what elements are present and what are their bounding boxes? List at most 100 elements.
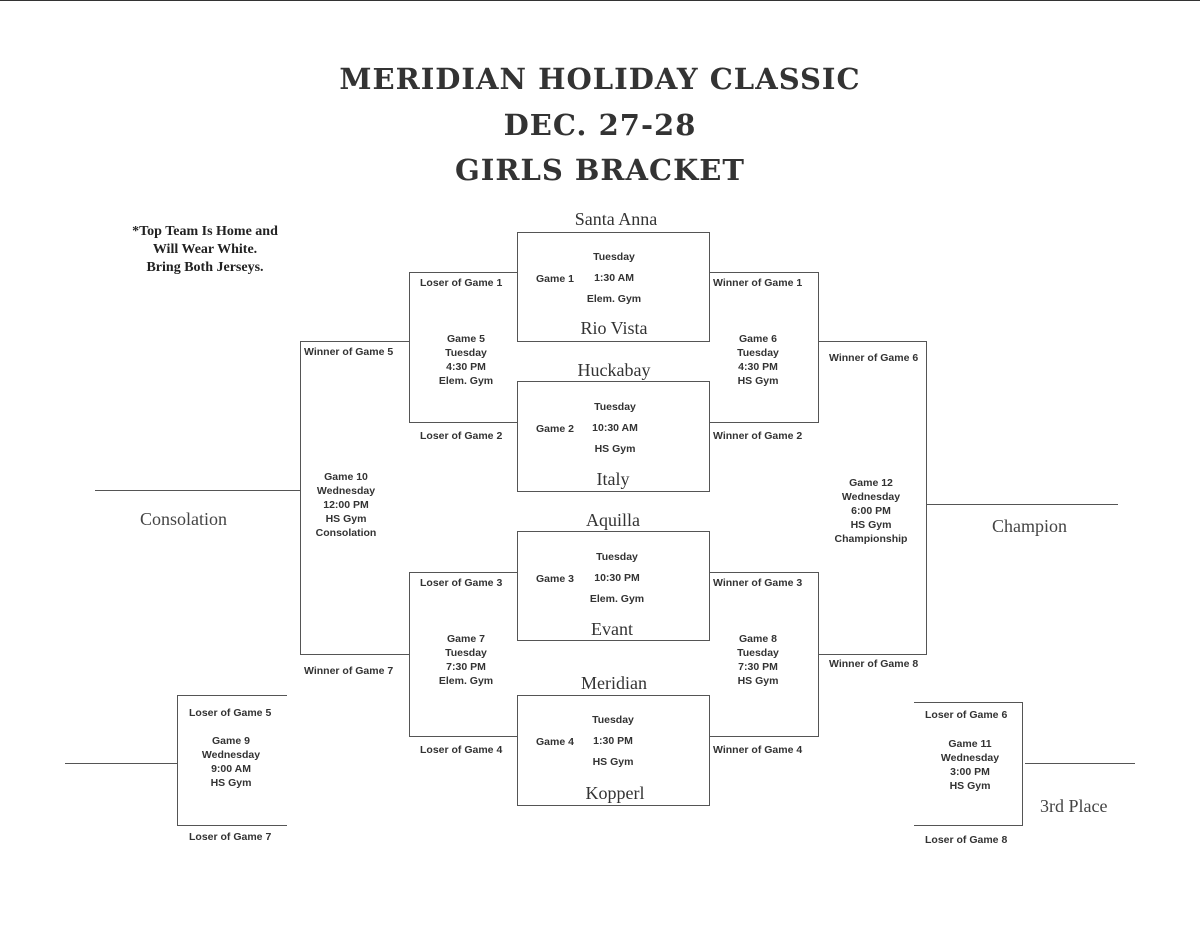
winner-game-8-label: Winner of Game 8 — [829, 658, 919, 670]
game-type: Championship — [834, 533, 908, 545]
bracket-line — [409, 422, 518, 423]
game-number: Game 12 — [849, 477, 893, 489]
game-1-box — [517, 232, 710, 342]
winner-game-1-label: Winner of Game 1 — [713, 277, 803, 289]
bracket-line — [926, 504, 1118, 505]
bracket-line — [818, 341, 927, 342]
bracket-line — [300, 341, 410, 342]
winner-game-3-label: Winner of Game 3 — [713, 577, 803, 589]
game-5-info: Game 5 Tuesday 4:30 PM Elem. Gym — [411, 332, 521, 388]
bracket-title: GIRLS BRACKET — [455, 153, 745, 187]
loser-game-4-label: Loser of Game 4 — [420, 744, 503, 756]
game-number: Game 7 — [447, 633, 485, 645]
loser-game-6-label: Loser of Game 6 — [925, 709, 1008, 721]
tournament-title: MERIDIAN HOLIDAY CLASSIC — [339, 62, 861, 96]
game-4-details: Tuesday 1:30 PM HS Gym — [573, 710, 653, 773]
winner-game-7-label: Winner of Game 7 — [304, 665, 394, 677]
bracket-line — [709, 272, 819, 273]
game-3-label: Game 3 — [536, 573, 574, 585]
game-12-info: Game 12 Wednesday 6:00 PM HS Gym Champio… — [816, 476, 926, 546]
game-time: 4:30 PM — [738, 361, 778, 373]
note-line: Bring Both Jerseys. — [146, 260, 264, 275]
game-day: Tuesday — [592, 714, 634, 726]
loser-game-2-label: Loser of Game 2 — [420, 430, 503, 442]
bracket-line — [177, 825, 287, 826]
bracket-line — [409, 572, 518, 573]
game-1-details: Tuesday 1:30 AM Elem. Gym — [574, 247, 654, 310]
game-1-label: Game 1 — [536, 273, 574, 285]
game-time: 10:30 PM — [594, 572, 640, 584]
game-type: Consolation — [315, 527, 377, 539]
game-day: Tuesday — [737, 347, 779, 359]
game-4-box — [517, 695, 710, 806]
game-number: Game 9 — [212, 735, 250, 747]
game-time: 9:00 AM — [211, 763, 251, 775]
bracket-line — [300, 341, 301, 655]
team-italy: Italy — [596, 469, 630, 489]
game-site: Elem. Gym — [589, 593, 645, 605]
game-8-info: Game 8 Tuesday 7:30 PM HS Gym — [703, 632, 813, 688]
bracket-line — [409, 272, 518, 273]
bracket-line — [914, 702, 1023, 703]
bracket-line — [1025, 763, 1135, 764]
bracket-line — [300, 654, 410, 655]
game-time: 1:30 AM — [594, 272, 634, 284]
loser-game-3-label: Loser of Game 3 — [420, 577, 503, 589]
game-site: HS Gym — [594, 443, 636, 455]
game-day: Tuesday — [596, 551, 638, 563]
bracket-line — [177, 695, 287, 696]
game-site: HS Gym — [737, 375, 779, 387]
game-2-details: Tuesday 10:30 AM HS Gym — [575, 397, 655, 460]
bracket-line — [95, 490, 301, 491]
bracket-line — [709, 736, 819, 737]
game-number: Game 10 — [324, 471, 368, 483]
game-4-label: Game 4 — [536, 736, 574, 748]
game-site: Elem. Gym — [586, 293, 642, 305]
game-day: Tuesday — [737, 647, 779, 659]
game-day: Tuesday — [445, 347, 487, 359]
game-number: Game 5 — [447, 333, 485, 345]
game-number: Game 11 — [948, 738, 992, 750]
game-site: HS Gym — [325, 513, 367, 525]
bracket-line — [818, 654, 927, 655]
game-number: Game 6 — [739, 333, 777, 345]
game-2-box — [517, 381, 710, 492]
bracket-line — [409, 272, 410, 423]
game-time: 3:00 PM — [950, 766, 990, 778]
top-border-line — [0, 0, 1200, 1]
bracket-line — [818, 272, 819, 423]
team-aquilla: Aquilla — [586, 510, 640, 530]
loser-game-5-label: Loser of Game 5 — [189, 707, 272, 719]
game-day: Wednesday — [316, 485, 376, 497]
game-site: HS Gym — [210, 777, 252, 789]
game-time: 4:30 PM — [446, 361, 486, 373]
game-time: 7:30 PM — [738, 661, 778, 673]
game-site: HS Gym — [949, 780, 991, 792]
note-line: Will Wear White. — [152, 242, 258, 257]
game-6-info: Game 6 Tuesday 4:30 PM HS Gym — [703, 332, 813, 388]
team-meridian: Meridian — [581, 673, 647, 693]
loser-game-7-label: Loser of Game 7 — [189, 831, 272, 843]
champion-label: Champion — [992, 516, 1067, 536]
bracket-line — [709, 422, 819, 423]
game-3-details: Tuesday 10:30 PM Elem. Gym — [577, 547, 657, 610]
game-10-info: Game 10 Wednesday 12:00 PM HS Gym Consol… — [291, 470, 401, 540]
bracket-line — [409, 736, 518, 737]
game-9-info: Game 9 Wednesday 9:00 AM HS Gym — [176, 734, 286, 790]
team-kopperl: Kopperl — [585, 783, 645, 803]
game-time: 6:00 PM — [851, 505, 891, 517]
team-rio-vista: Rio Vista — [580, 318, 648, 338]
game-day: Wednesday — [201, 749, 261, 761]
winner-game-4-label: Winner of Game 4 — [713, 744, 803, 756]
game-site: HS Gym — [737, 675, 779, 687]
winner-game-5-label: Winner of Game 5 — [304, 346, 394, 358]
game-site: Elem. Gym — [438, 675, 494, 687]
third-place-label: 3rd Place — [1040, 796, 1108, 816]
bracket-line — [926, 341, 927, 655]
game-day: Tuesday — [445, 647, 487, 659]
game-site: HS Gym — [592, 756, 634, 768]
game-number: Game 8 — [739, 633, 777, 645]
game-day: Tuesday — [593, 251, 635, 263]
bracket-line — [177, 695, 178, 826]
bracket-line — [709, 572, 819, 573]
